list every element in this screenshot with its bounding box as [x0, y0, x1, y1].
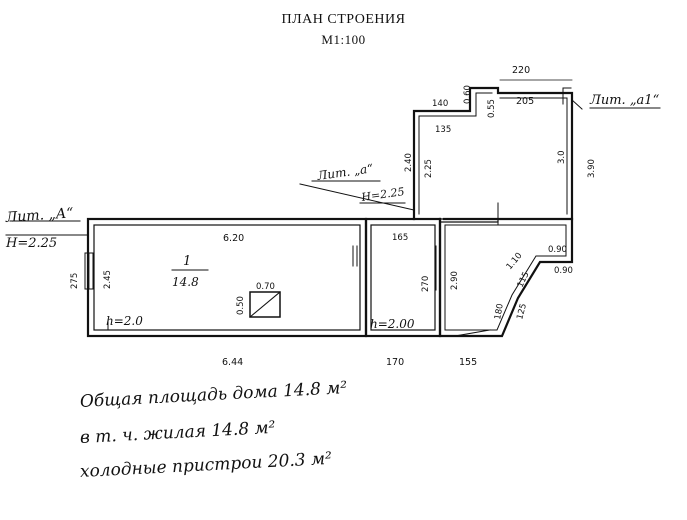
wall-main-inner — [93, 224, 361, 331]
lit-a-left-label: Лит. „А“ — [4, 205, 74, 226]
dim-6-44: 6.44 — [222, 357, 243, 368]
stove — [249, 291, 281, 318]
dim-125: 125 — [515, 303, 529, 321]
dim-220: 220 — [512, 65, 530, 76]
dim-205: 205 — [516, 96, 534, 107]
dim-0-55: 0.55 — [487, 99, 497, 118]
dim-155: 155 — [459, 357, 477, 368]
h-left-label: H=2.25 — [5, 236, 57, 251]
dim-2-90: 2.90 — [450, 271, 460, 290]
lit-a-mid-label: Лит. „а“ — [315, 161, 374, 183]
room1-height: h=2.0 — [106, 314, 143, 328]
dim-0-50: 0.50 — [236, 296, 246, 315]
dim-170: 170 — [386, 357, 404, 368]
dim-1-10: 1.10 — [505, 251, 525, 272]
dim-3-90: 3.90 — [587, 159, 597, 178]
dim-0-70: 0.70 — [256, 282, 275, 292]
dim-2-25: 2.25 — [424, 159, 434, 178]
room-number: 1 — [183, 254, 191, 269]
dim-0-60: 0.60 — [463, 85, 473, 104]
dim-0-90-upper: 0.90 — [548, 245, 567, 255]
dim-2-40: 2.40 — [404, 153, 414, 172]
dim-2-45: 2.45 — [103, 270, 113, 289]
dim-0-90-lower: 0.90 — [554, 266, 573, 276]
room2-height: h=2.00 — [370, 317, 415, 331]
dim-6-20: 6.20 — [223, 233, 244, 244]
dim-165: 165 — [392, 233, 408, 243]
dim-135: 135 — [435, 125, 451, 135]
room-area: 14.8 — [172, 275, 199, 289]
dim-270: 270 — [421, 276, 431, 292]
h-mid-label: H=2.25 — [360, 185, 406, 204]
plan-scale: М1:100 — [321, 32, 366, 47]
plan-title: ПЛАН СТРОЕНИЯ — [281, 12, 406, 27]
dim-180: 180 — [493, 303, 506, 321]
dim-140: 140 — [432, 99, 448, 109]
lit-a1-right-label: Лит. „а1“ — [589, 93, 660, 108]
dim-275: 275 — [70, 273, 80, 289]
dim-3-0: 3.0 — [557, 150, 567, 164]
